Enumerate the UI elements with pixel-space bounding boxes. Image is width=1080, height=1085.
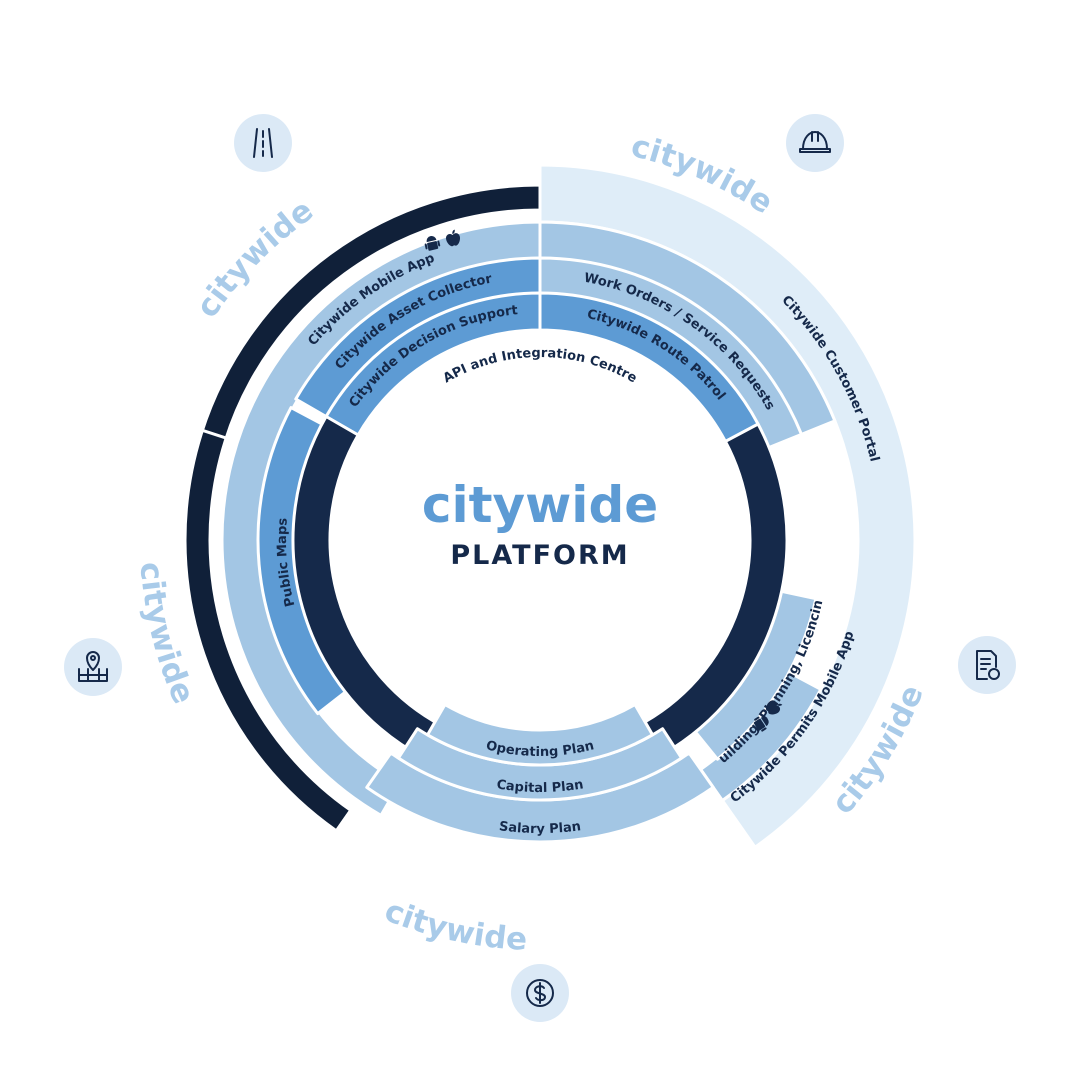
ring-capital-plan: Capital Plan [496, 777, 585, 796]
center-subtitle: PLATFORM [450, 540, 629, 571]
module-title-budgeting: citywide BUDGETING [380, 893, 686, 958]
hard-hat-icon [782, 110, 848, 176]
ring-salary-plan: Salary Plan [498, 819, 582, 837]
operating-plan-band [426, 703, 654, 767]
module-name-budgeting: BUDGETING [533, 906, 686, 955]
module-brand-budgeting: citywide [380, 893, 529, 958]
dollar-icon [507, 960, 573, 1026]
map-pin-icon [60, 634, 126, 700]
document-gear-icon [954, 632, 1020, 698]
salary-plan-text: Salary Plan [498, 819, 582, 837]
module-divider [268, 809, 352, 928]
apple-icon [446, 229, 461, 247]
platform-core [373, 373, 707, 707]
module-name-gis: GIS [174, 703, 220, 759]
apple-icon [765, 700, 783, 715]
capital-plan-text: Capital Plan [496, 777, 585, 796]
operating-plan-text: Operating Plan [484, 738, 595, 760]
android-icon [753, 716, 769, 732]
module-name-assets: ASSETS [310, 148, 414, 215]
inner-dark-left [291, 415, 443, 760]
road-icon [230, 110, 296, 176]
module-divider [90, 392, 227, 440]
ring-operating-plan: Operating Plan [484, 738, 595, 760]
center-brand: citywide [422, 476, 658, 534]
android-icon [424, 236, 441, 251]
